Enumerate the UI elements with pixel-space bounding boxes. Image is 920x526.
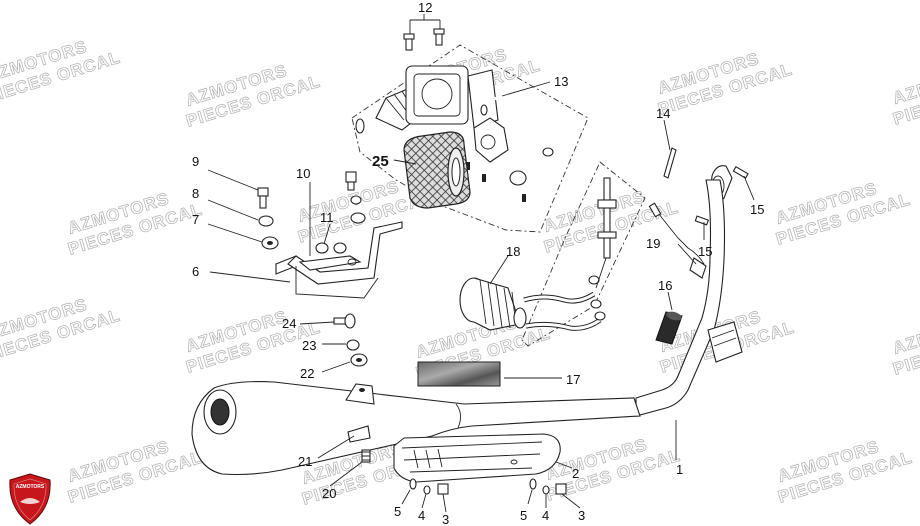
bolt-pair-12 (403, 28, 445, 51)
callout-1: 1 (676, 462, 683, 477)
callout-11: 11 (320, 210, 334, 225)
heat-gasket-17 (417, 361, 501, 387)
callout-8: 8 (192, 186, 199, 201)
callout-23: 23 (302, 338, 316, 353)
callout-14: 14 (656, 106, 670, 121)
washer-4 (542, 485, 550, 495)
pipe-sleeve-16 (655, 311, 683, 345)
callout-20: 20 (322, 486, 336, 501)
callout-24: 24 (282, 316, 296, 331)
washer-8 (258, 215, 274, 227)
callout-19: 19 (646, 236, 660, 251)
watermark-text: AZMOTORS (891, 309, 920, 358)
grommet-22 (350, 353, 368, 367)
callout-5: 5 (394, 504, 401, 519)
mounting-bracket-6 (275, 221, 403, 299)
flange-bolt-15 (694, 166, 749, 226)
callout-22: 22 (300, 366, 314, 381)
brand-logo: AZMOTORS (9, 473, 51, 525)
stud-20 (361, 449, 371, 463)
callout-3: 3 (442, 512, 449, 526)
nut-3 (437, 483, 449, 495)
exhaust-gasket-14 (663, 147, 677, 179)
callout-25: 25 (372, 153, 389, 170)
muffler-heat-shield-2 (393, 433, 561, 483)
air-filter-25 (403, 131, 471, 209)
washer-4 (423, 485, 431, 495)
watermark-text: AZMOTORS (891, 59, 920, 108)
bushing-7 (261, 236, 279, 250)
callout-4: 4 (542, 508, 549, 523)
callout-16: 16 (658, 278, 672, 293)
intake-boot-18 (459, 275, 606, 331)
callout-13: 13 (554, 74, 568, 89)
callout-3: 3 (578, 508, 585, 523)
callout-5: 5 (520, 508, 527, 523)
callout-17: 17 (566, 372, 580, 387)
callout-12: 12 (418, 0, 432, 15)
washer-5 (529, 478, 537, 490)
nut-pair-11 (315, 242, 347, 254)
fasteners-left (409, 478, 449, 495)
callout-6: 6 (192, 264, 199, 279)
washer-23 (346, 339, 360, 351)
callout-10: 10 (296, 166, 310, 181)
bolt-24 (333, 313, 356, 329)
callout-9: 9 (192, 154, 199, 169)
nut-3 (555, 483, 567, 495)
fasteners-right (529, 478, 567, 495)
throttle-assembly-outline (351, 44, 589, 233)
callout-2: 2 (572, 466, 579, 481)
sensor-rod (595, 177, 617, 289)
callout-15: 15 (750, 202, 764, 217)
leader-lines (207, 14, 755, 513)
stud-group-10 (345, 171, 366, 224)
callout-7: 7 (192, 212, 199, 227)
callout-21: 21 (298, 454, 312, 469)
callout-15: 15 (698, 244, 712, 259)
sensor-assembly-outline (521, 161, 646, 347)
callout-4: 4 (418, 508, 425, 523)
washer-5 (409, 478, 417, 490)
callout-18: 18 (506, 244, 520, 259)
o2-sensor-19 (648, 202, 707, 279)
throttle-body-13 (355, 65, 554, 202)
logo-text: AZMOTORS (16, 484, 45, 490)
bolt-9 (257, 187, 269, 209)
callout-labels: 12 13 25 9 8 7 6 10 11 18 14 15 15 19 16… (192, 0, 764, 526)
